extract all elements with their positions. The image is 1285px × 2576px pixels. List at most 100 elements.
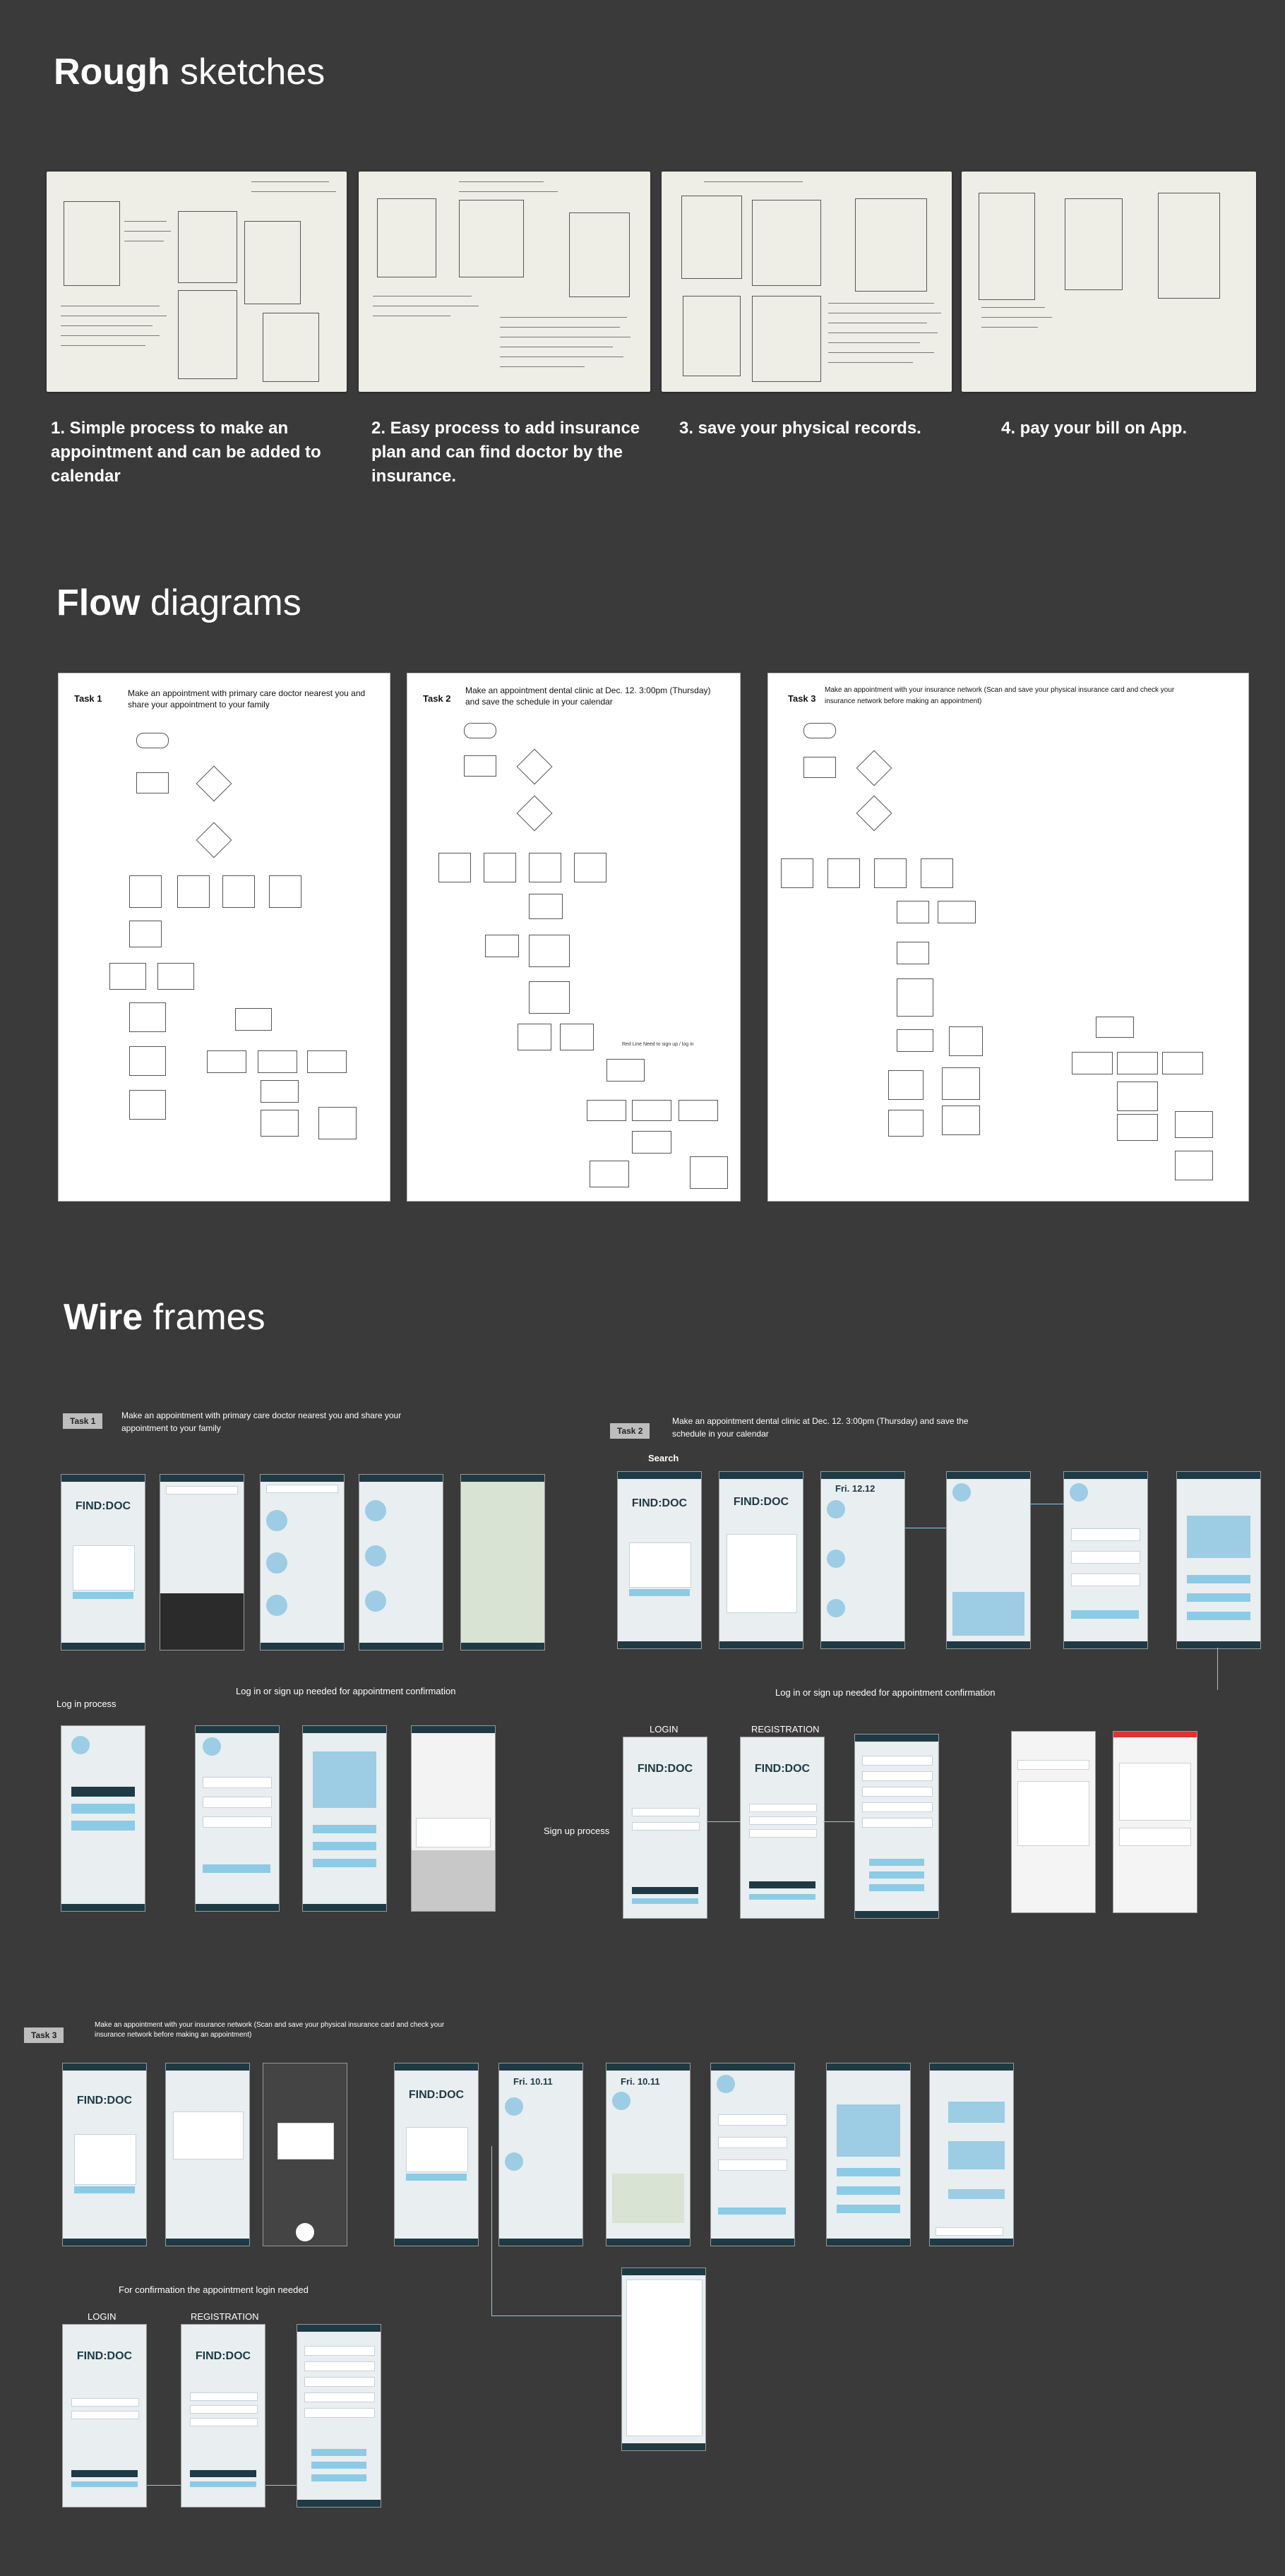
login-link[interactable] [190, 2481, 256, 2487]
save-calendar-button[interactable] [313, 1842, 376, 1850]
event-entry[interactable] [1119, 1828, 1191, 1846]
form-field[interactable] [862, 1771, 933, 1781]
continue-button[interactable] [203, 1864, 270, 1873]
menu-card [74, 2134, 136, 2185]
confirm-login-needed-label: For confirmation the appointment login n… [119, 2284, 309, 2295]
signup-link[interactable] [632, 1898, 698, 1904]
symptom-field[interactable] [718, 2159, 787, 2171]
login-button[interactable] [869, 1859, 924, 1866]
password-field[interactable] [190, 2418, 258, 2426]
form-field[interactable] [304, 2361, 375, 2371]
signin-google-button[interactable] [869, 1871, 924, 1879]
add-event-button[interactable] [1187, 1575, 1250, 1583]
keyboard[interactable] [160, 1593, 244, 1650]
name-field[interactable] [190, 2392, 258, 2401]
save-calendar-button[interactable] [837, 2186, 900, 2195]
form-field[interactable] [862, 1802, 933, 1812]
insurance-field[interactable] [203, 1797, 272, 1808]
share-button[interactable] [837, 2205, 900, 2213]
form-field[interactable] [304, 2377, 375, 2387]
continue-button[interactable] [718, 2207, 786, 2215]
patient-name-field[interactable] [718, 2114, 787, 2126]
search-button[interactable] [406, 2174, 467, 2181]
card-upload-area[interactable] [173, 2111, 244, 2159]
add-event-button[interactable] [837, 2168, 900, 2176]
email-field[interactable] [71, 2398, 139, 2407]
name-field[interactable] [749, 1804, 817, 1812]
search-input[interactable] [166, 1486, 238, 1494]
form-field[interactable] [862, 1756, 933, 1766]
wire-t3-login: FIND:DOC [62, 2324, 147, 2508]
form-field[interactable] [304, 2392, 375, 2402]
search-location-node [129, 875, 162, 908]
patient-name-field[interactable] [1071, 1528, 1140, 1541]
doctor-avatar [827, 1550, 845, 1568]
search-button[interactable] [629, 1589, 690, 1596]
map-view[interactable] [461, 1482, 544, 1643]
insurance-field[interactable] [1071, 1551, 1140, 1564]
flow-connector [491, 2146, 492, 2316]
signin-apple-button[interactable] [869, 1884, 924, 1891]
login-button[interactable] [632, 1887, 698, 1894]
share-node [690, 1156, 728, 1189]
password-field[interactable] [632, 1822, 700, 1831]
wire-t2-available: Fri. 12.12 [820, 1471, 905, 1649]
camera-shutter-icon[interactable] [296, 2223, 314, 2241]
signup-link[interactable] [71, 2481, 138, 2487]
registration-label: REGISTRATION [751, 1724, 820, 1735]
save-calendar-button[interactable] [1187, 1593, 1250, 1602]
flow-box [560, 1024, 594, 1050]
continue-apple-button[interactable] [71, 1787, 135, 1797]
login-apple-node [207, 1050, 246, 1073]
email-field[interactable] [632, 1808, 700, 1816]
start-node [803, 723, 836, 738]
sketch-caption-3: 3. save your physical records. [679, 419, 921, 438]
form-field[interactable] [304, 2346, 375, 2356]
continue-google-button[interactable] [71, 1804, 135, 1814]
confirm-node [261, 1110, 299, 1137]
share-button[interactable] [1187, 1612, 1250, 1620]
flow-box [129, 921, 162, 947]
patient-name-field[interactable] [203, 1777, 272, 1788]
doctor-avatar [365, 1500, 386, 1521]
search-menu-node [196, 765, 232, 802]
event-title-field[interactable] [1017, 1760, 1089, 1770]
form-field[interactable] [862, 1818, 933, 1828]
search-input[interactable] [266, 1485, 338, 1493]
login-button[interactable] [311, 2449, 366, 2456]
register-button[interactable] [190, 2470, 256, 2477]
continue-facebook-button[interactable] [71, 1821, 135, 1831]
signin-apple-button[interactable] [311, 2474, 366, 2481]
date-heading: Fri. 12.12 [835, 1483, 875, 1494]
date-picker[interactable] [727, 1534, 797, 1613]
add-event-button[interactable] [313, 1825, 376, 1833]
month-grid[interactable] [1119, 1763, 1191, 1821]
start-node [464, 723, 496, 738]
form-field[interactable] [862, 1787, 933, 1797]
login-needed-label-2: Log in or sign up needed for appointment… [775, 1687, 996, 1698]
password-field[interactable] [749, 1829, 817, 1838]
search-button[interactable] [74, 2186, 135, 2193]
form-field[interactable] [304, 2408, 375, 2418]
keyboard[interactable] [412, 1850, 495, 1911]
flow-panel-task2: Task 2 Make an appointment dental clinic… [407, 673, 741, 1202]
insurance-field[interactable] [718, 2137, 787, 2148]
search-button[interactable] [73, 1592, 133, 1599]
email-field[interactable] [749, 1816, 817, 1825]
message-input[interactable] [936, 2227, 1003, 2236]
share-button[interactable] [313, 1859, 376, 1867]
doctor-list-node [897, 978, 933, 1017]
password-field[interactable] [71, 2411, 139, 2419]
map-view[interactable] [612, 2174, 684, 2223]
flow-connector [264, 2485, 297, 2486]
symptom-field[interactable] [1071, 1574, 1140, 1586]
login-apple-node [1072, 1052, 1113, 1074]
login-link[interactable] [749, 1894, 815, 1900]
wire-t2-home: FIND:DOC [617, 1471, 702, 1649]
login-button[interactable] [71, 2470, 138, 2477]
signin-google-button[interactable] [311, 2462, 366, 2469]
email-field[interactable] [190, 2405, 258, 2414]
continue-button[interactable] [1071, 1610, 1139, 1619]
symptom-field[interactable] [203, 1816, 272, 1828]
register-button[interactable] [749, 1881, 815, 1888]
